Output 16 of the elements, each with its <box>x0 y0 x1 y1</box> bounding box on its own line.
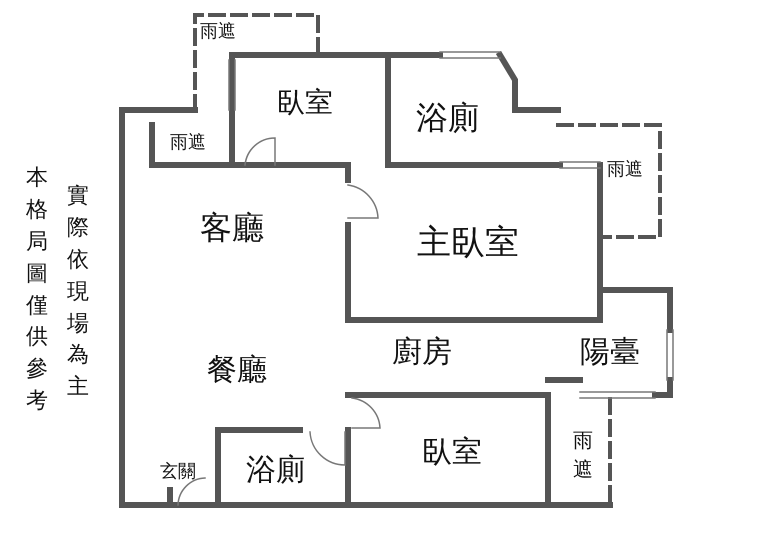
vertical-note: 本格局圖僅供參考 <box>26 164 48 416</box>
vertical-note: 實際依現場為主 <box>67 182 89 402</box>
room-label: 浴廁 <box>416 100 480 136</box>
room-label: 臥室 <box>277 88 333 118</box>
room-label: 餐廳 <box>207 354 267 386</box>
room-label: 雨遮 <box>200 22 236 42</box>
room-label: 浴廁 <box>246 454 306 486</box>
room-label: 雨遮 <box>573 427 593 483</box>
room-label: 雨遮 <box>170 133 206 153</box>
room-label: 雨遮 <box>607 160 643 180</box>
room-label: 客廳 <box>200 210 264 246</box>
room-label: 玄關 <box>160 462 196 482</box>
room-label: 陽臺 <box>580 336 640 368</box>
room-label: 臥室 <box>422 436 482 468</box>
room-label: 廚房 <box>392 336 452 368</box>
room-label: 主臥室 <box>417 224 519 262</box>
